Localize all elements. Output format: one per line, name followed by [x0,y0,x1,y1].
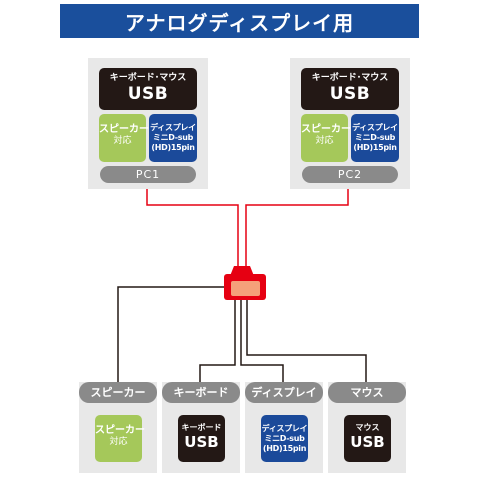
display-device-port: ディスプレイ ミニD-sub (HD)15pin [261,415,308,462]
pc1-speaker-label: スピーカー [99,124,149,135]
keyboard-device-panel: キーボード キーボード USB [162,382,240,473]
kvm-switch-icon [224,266,266,300]
mouse-device-panel: マウス マウス USB [328,382,406,473]
pc1-display-line: ミニD-sub [152,133,194,142]
pc1-speaker-support-label: 対応 [113,136,132,146]
mouse-device-header: マウス [328,382,406,403]
mouse-device-port: マウス USB [344,415,391,462]
pc2-display-line: (HD)15pin [353,143,397,152]
display-device-line: (HD)15pin [262,443,307,453]
display-device-line: ミニD-sub [264,433,305,443]
speaker-device-header: スピーカー [79,382,157,403]
keyboard-cable [199,300,236,383]
speaker-device-label: スピーカー [95,425,145,436]
mouse-usb-label: USB [350,433,385,451]
pc1-display-port: ディスプレイ ミニD-sub (HD)15pin [149,114,197,162]
display-device-line: ディスプレイ [261,423,308,433]
speaker-cable [117,286,224,383]
pc2-display-line: ディスプレイ [352,123,398,132]
pc1-speaker-port: スピーカー 対応 [99,114,149,162]
pc2-cable [245,189,349,268]
title-banner: アナログディスプレイ用 [60,4,419,38]
pc2-panel: キーボード･マウス USB スピーカー 対応 ディスプレイ ミニD-sub (H… [290,58,410,189]
pc2-speaker-label: スピーカー [301,124,351,135]
pc1-display-line: ディスプレイ [150,123,196,132]
display-cable [240,300,284,383]
pc2-keyboard-mouse-label: キーボード･マウス [311,73,389,83]
pc2-keyboard-mouse-usb-port: キーボード･マウス USB [301,68,399,110]
pc2-display-line: ミニD-sub [354,133,396,142]
pc1-keyboard-mouse-label: キーボード･マウス [109,73,187,83]
pc2-usb-label: USB [329,84,371,104]
keyboard-device-label: キーボード [181,423,222,432]
pc1-display-line: (HD)15pin [151,143,195,152]
pc1-label: PC1 [100,166,196,183]
display-device-header: ディスプレイ [245,382,323,403]
pc2-speaker-port: スピーカー 対応 [301,114,351,162]
speaker-device-port: スピーカー 対応 [95,415,145,462]
pc2-display-port: ディスプレイ ミニD-sub (HD)15pin [351,114,399,162]
switch-face [231,281,260,296]
pc1-keyboard-mouse-usb-port: キーボード･マウス USB [99,68,197,110]
pc2-label: PC2 [302,166,398,183]
pc1-panel: キーボード･マウス USB スピーカー 対応 ディスプレイ ミニD-sub (H… [88,58,208,189]
keyboard-device-header: キーボード [162,382,240,403]
pc1-usb-label: USB [127,84,169,104]
speaker-device-panel: スピーカー スピーカー 対応 [79,382,157,473]
pc2-speaker-support-label: 対応 [315,136,334,146]
switch-top [230,266,254,276]
mouse-device-label: マウス [355,423,380,432]
speaker-device-support-label: 対応 [109,437,128,447]
keyboard-usb-label: USB [184,433,219,451]
pc1-cable [146,189,239,268]
display-device-panel: ディスプレイ ディスプレイ ミニD-sub (HD)15pin [245,382,323,473]
mouse-cable [246,300,367,383]
keyboard-device-port: キーボード USB [178,415,225,462]
